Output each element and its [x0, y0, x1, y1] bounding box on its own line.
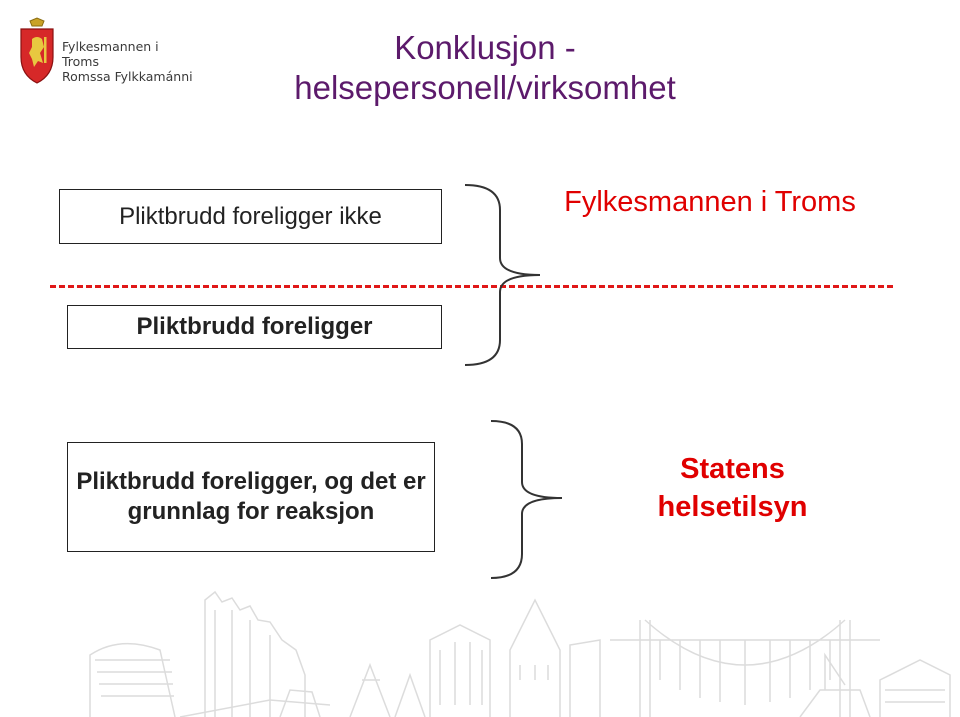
coat-of-arms-lion-icon	[20, 17, 54, 84]
brace-section-1	[464, 184, 541, 366]
logo-line-2: Romssa Fylkkamánni	[62, 69, 193, 84]
skyline-watermark-illustration	[89, 590, 951, 717]
box-breach: Pliktbrudd foreligger	[67, 305, 442, 349]
box-breach-label: Pliktbrudd foreligger	[136, 313, 373, 340]
box-no-breach: Pliktbrudd foreligger ikke	[59, 189, 442, 244]
box-no-breach-label: Pliktbrudd foreligger ikke	[119, 202, 382, 230]
logo-line-1: Fylkesmannen i Troms	[62, 39, 159, 69]
authority-statens-helsetilsyn: Statens helsetilsyn	[657, 453, 808, 523]
page-title-line-1: Konklusjon -	[394, 29, 576, 66]
box-breach-reaction-label: Pliktbrudd foreligger, og det er grunnla…	[76, 468, 426, 525]
page-title-line-2: helsepersonell/virksomhet	[294, 69, 676, 106]
page-title: Konklusjon - helsepersonell/virksomhet	[240, 28, 730, 108]
logo: Fylkesmannen i Troms Romssa Fylkkamánni	[18, 17, 198, 87]
box-breach-reaction: Pliktbrudd foreligger, og det er grunnla…	[67, 442, 435, 552]
brace-section-2	[490, 420, 563, 579]
divider-dashed-line	[50, 285, 893, 288]
authority-fylkesmannen: Fylkesmannen i Troms	[564, 186, 856, 218]
